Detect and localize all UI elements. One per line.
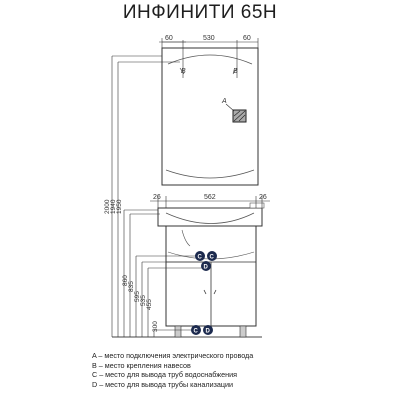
height-2000: 2000 <box>104 199 111 214</box>
legend-item-c: C – место для вывода труб водоснабжения <box>92 370 237 380</box>
height-1940: 1940 <box>110 199 117 214</box>
vanity-dim-center: 562 <box>204 194 216 201</box>
svg-text:C: C <box>198 255 203 261</box>
mirror-label-b-right: B <box>233 68 238 75</box>
legend-item-b: B – место крепления навесов <box>92 360 191 370</box>
mirror-dim-center: 530 <box>203 35 215 42</box>
mirror-label-b-left: B <box>181 68 186 75</box>
height-595: 595 <box>134 291 141 302</box>
marker-d-lower <box>203 325 213 335</box>
vanity <box>157 202 265 338</box>
svg-text:D: D <box>206 329 211 335</box>
marker-c-lower <box>191 325 201 335</box>
height-455: 455 <box>146 299 153 310</box>
vanity-leaders <box>123 209 204 337</box>
legend: A – место подключения электрического про… <box>92 351 253 389</box>
marker-c-upper-left <box>195 251 205 261</box>
mirror-dim-left: 60 <box>165 35 173 42</box>
legend-item-a: A – место подключения электрического про… <box>92 351 254 360</box>
mirror-top-arc <box>167 54 253 65</box>
vanity-top-dimension <box>150 196 270 208</box>
height-1950: 1950 <box>116 199 123 214</box>
vanity-dim-left: 26 <box>153 194 161 201</box>
height-535: 535 <box>140 295 147 306</box>
marker-c-upper-right <box>207 251 217 261</box>
svg-text:C: C <box>210 255 215 261</box>
diagram-title: ИНФИНИТИ 65Н <box>122 2 278 23</box>
mirror-leaders <box>111 55 180 337</box>
mirror-cabinet: B B A <box>161 47 259 186</box>
sink-bowl <box>165 212 255 224</box>
mirror-dim-right: 60 <box>243 35 251 42</box>
svg-text:C: C <box>194 329 199 335</box>
socket-a-leader <box>225 103 235 112</box>
mirror-label-a: A <box>221 98 227 105</box>
connection-markers: C C D C D <box>191 251 217 335</box>
height-300: 300 <box>152 321 159 332</box>
vanity-dim-right: 26 <box>259 194 267 201</box>
mirror-top-dimension <box>159 38 259 78</box>
vanity-leg-left <box>174 325 182 338</box>
mirror-bottom-arc <box>165 169 255 179</box>
svg-text:D: D <box>204 265 209 271</box>
vanity-leg-right <box>239 325 247 338</box>
height-860: 860 <box>122 275 129 286</box>
sink-outline <box>157 207 263 227</box>
height-835: 835 <box>128 281 135 292</box>
legend-item-d: D – место для вывода трубы канализации <box>92 379 234 389</box>
marker-d-upper <box>201 261 211 271</box>
